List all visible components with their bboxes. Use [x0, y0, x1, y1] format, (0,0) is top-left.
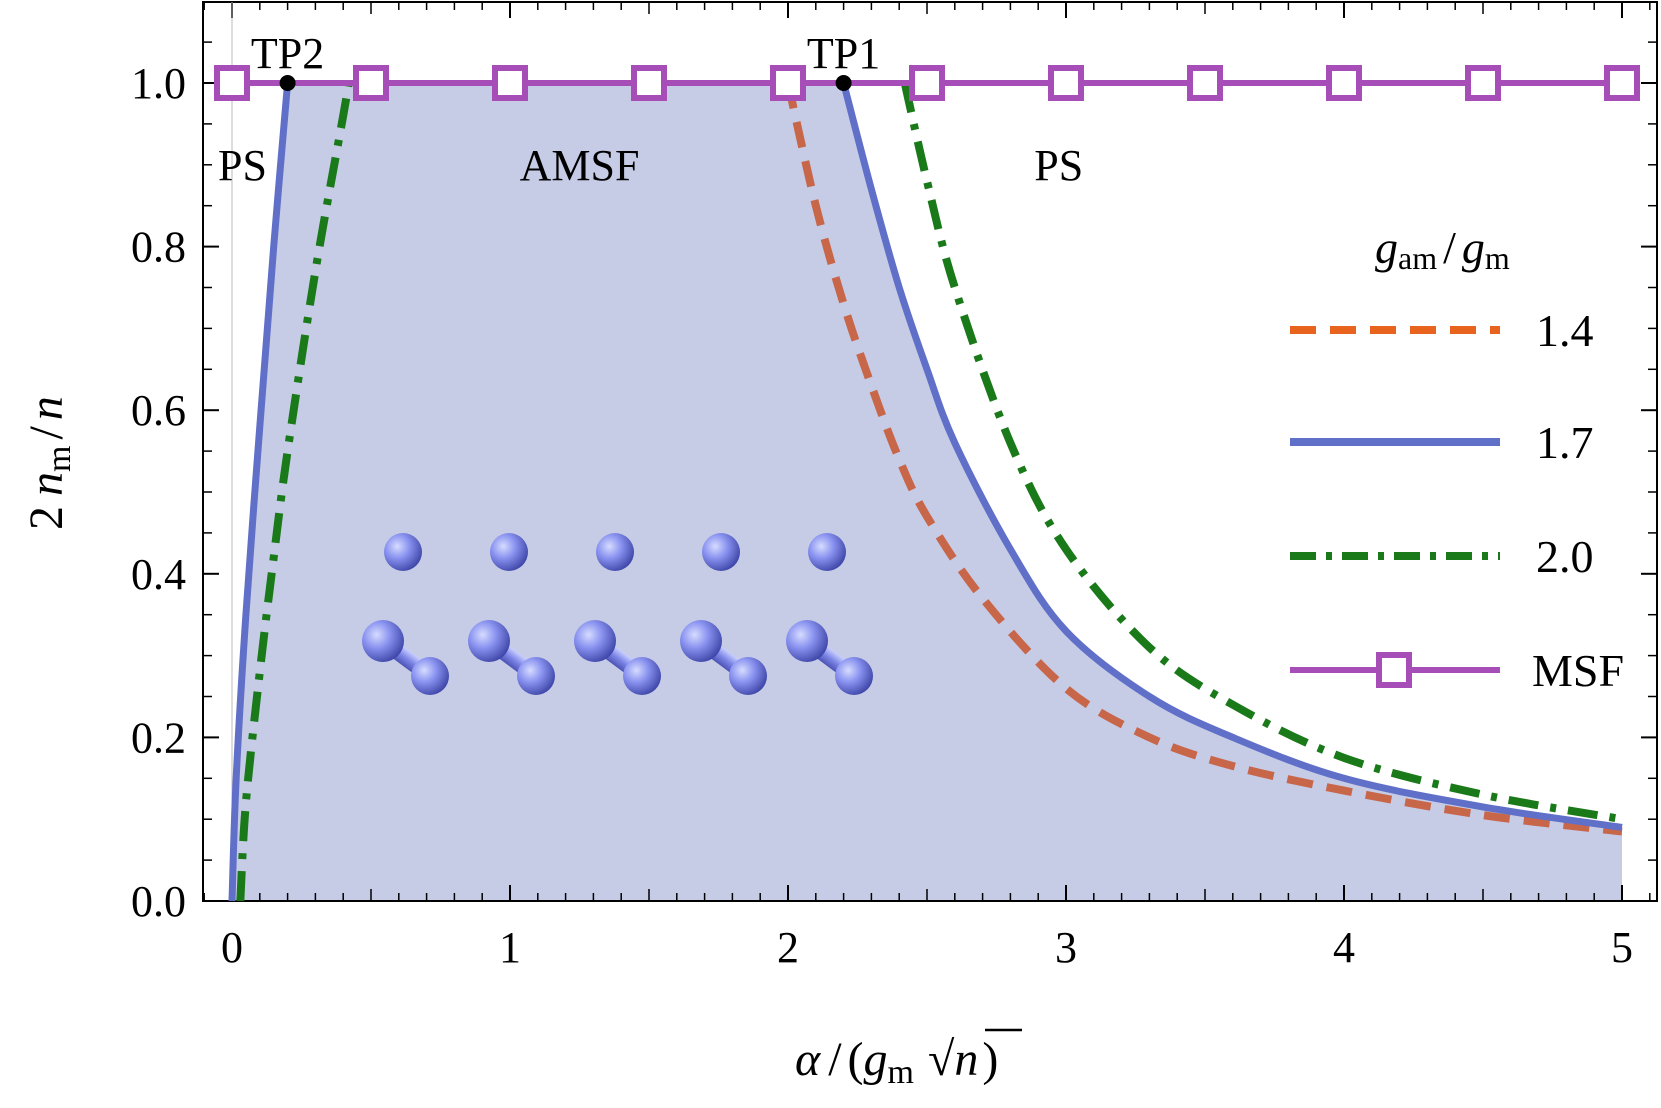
amsf-shaded-region — [232, 83, 1622, 901]
dimer-icon — [362, 620, 449, 695]
dimer-icon — [786, 620, 873, 695]
msf-marker — [631, 65, 667, 101]
region-label-amsf: AMSF — [520, 141, 640, 190]
atom-icon — [702, 533, 740, 571]
tp2-label: TP2 — [251, 29, 324, 78]
dimer-atom-icon — [468, 620, 510, 662]
curves-layer — [214, 65, 1640, 902]
legend-label-1.7: 1.7 — [1536, 417, 1594, 468]
y-tick-label: 1.0 — [131, 59, 186, 108]
tp1-point — [835, 75, 852, 91]
dimer-icon — [680, 620, 767, 695]
msf-marker — [909, 65, 945, 101]
legend-title: gam/gm — [1375, 222, 1510, 276]
dimer-atom-icon — [786, 620, 828, 662]
series-1.7-left-line — [228, 82, 292, 902]
legend-label-1.4: 1.4 — [1536, 305, 1594, 356]
dimer-atom-icon — [835, 657, 873, 695]
x-tick-label: 3 — [1055, 923, 1077, 972]
dimer-icon — [574, 620, 661, 695]
msf-marker — [1326, 65, 1362, 101]
msf-marker — [353, 65, 389, 101]
msf-marker — [770, 65, 806, 101]
dimer-atom-icon — [517, 657, 555, 695]
x-tick-label: 4 — [1333, 923, 1355, 972]
series-2.0-right-line — [900, 82, 1623, 824]
x-tick-label: 5 — [1611, 923, 1633, 972]
atom-icon — [490, 533, 528, 571]
atom-icon — [384, 533, 422, 571]
legend: gam/gm 1.4 1.7 2.0 MSF — [1290, 222, 1624, 696]
tp2-point — [279, 75, 296, 91]
legend-swatch-msf-marker — [1376, 652, 1412, 688]
series-2.0-left-line — [236, 82, 353, 902]
dimer-atom-icon — [574, 620, 616, 662]
x-axis-title: α/(gm√n) — [795, 1033, 998, 1091]
msf-marker — [492, 65, 528, 101]
dimer-atom-icon — [411, 657, 449, 695]
region-label-ps: PS — [1034, 141, 1083, 190]
tp1-label: TP1 — [807, 29, 880, 78]
y-tick-label: 0.2 — [131, 713, 186, 762]
y-tick-label: 0.8 — [131, 223, 186, 272]
legend-label-2.0: 2.0 — [1536, 531, 1594, 582]
dimer-atom-icon — [729, 657, 767, 695]
legend-label-msf: MSF — [1532, 645, 1624, 696]
dimer-icon — [468, 620, 555, 695]
dimer-atom-icon — [362, 620, 404, 662]
y-tick-label: 0.4 — [131, 550, 186, 599]
dimer-atom-icon — [623, 657, 661, 695]
y-tick-label: 0.6 — [131, 386, 186, 435]
x-tick-label: 1 — [499, 923, 521, 972]
x-tick-label: 2 — [777, 923, 799, 972]
msf-marker — [1187, 65, 1223, 101]
msf-marker — [1048, 65, 1084, 101]
y-axis-title: 2nm/n — [20, 396, 78, 530]
msf-marker — [1604, 65, 1640, 101]
dimer-atom-icon — [680, 620, 722, 662]
series-1.7-right-line — [840, 82, 1623, 831]
region-label-ps: PS — [218, 141, 267, 190]
y-tick-label: 0.0 — [131, 877, 186, 926]
molecule-illustration — [362, 533, 873, 695]
atom-icon — [596, 533, 634, 571]
series-1.4-right-line — [784, 82, 1623, 836]
x-tick-label: 0 — [221, 923, 243, 972]
msf-marker — [214, 65, 250, 101]
msf-marker — [1465, 65, 1501, 101]
atom-icon — [808, 533, 846, 571]
axes-layer: 0 1 2 3 4 5 0.0 0.2 0.4 0.6 0.8 1.0 — [131, 2, 1657, 972]
